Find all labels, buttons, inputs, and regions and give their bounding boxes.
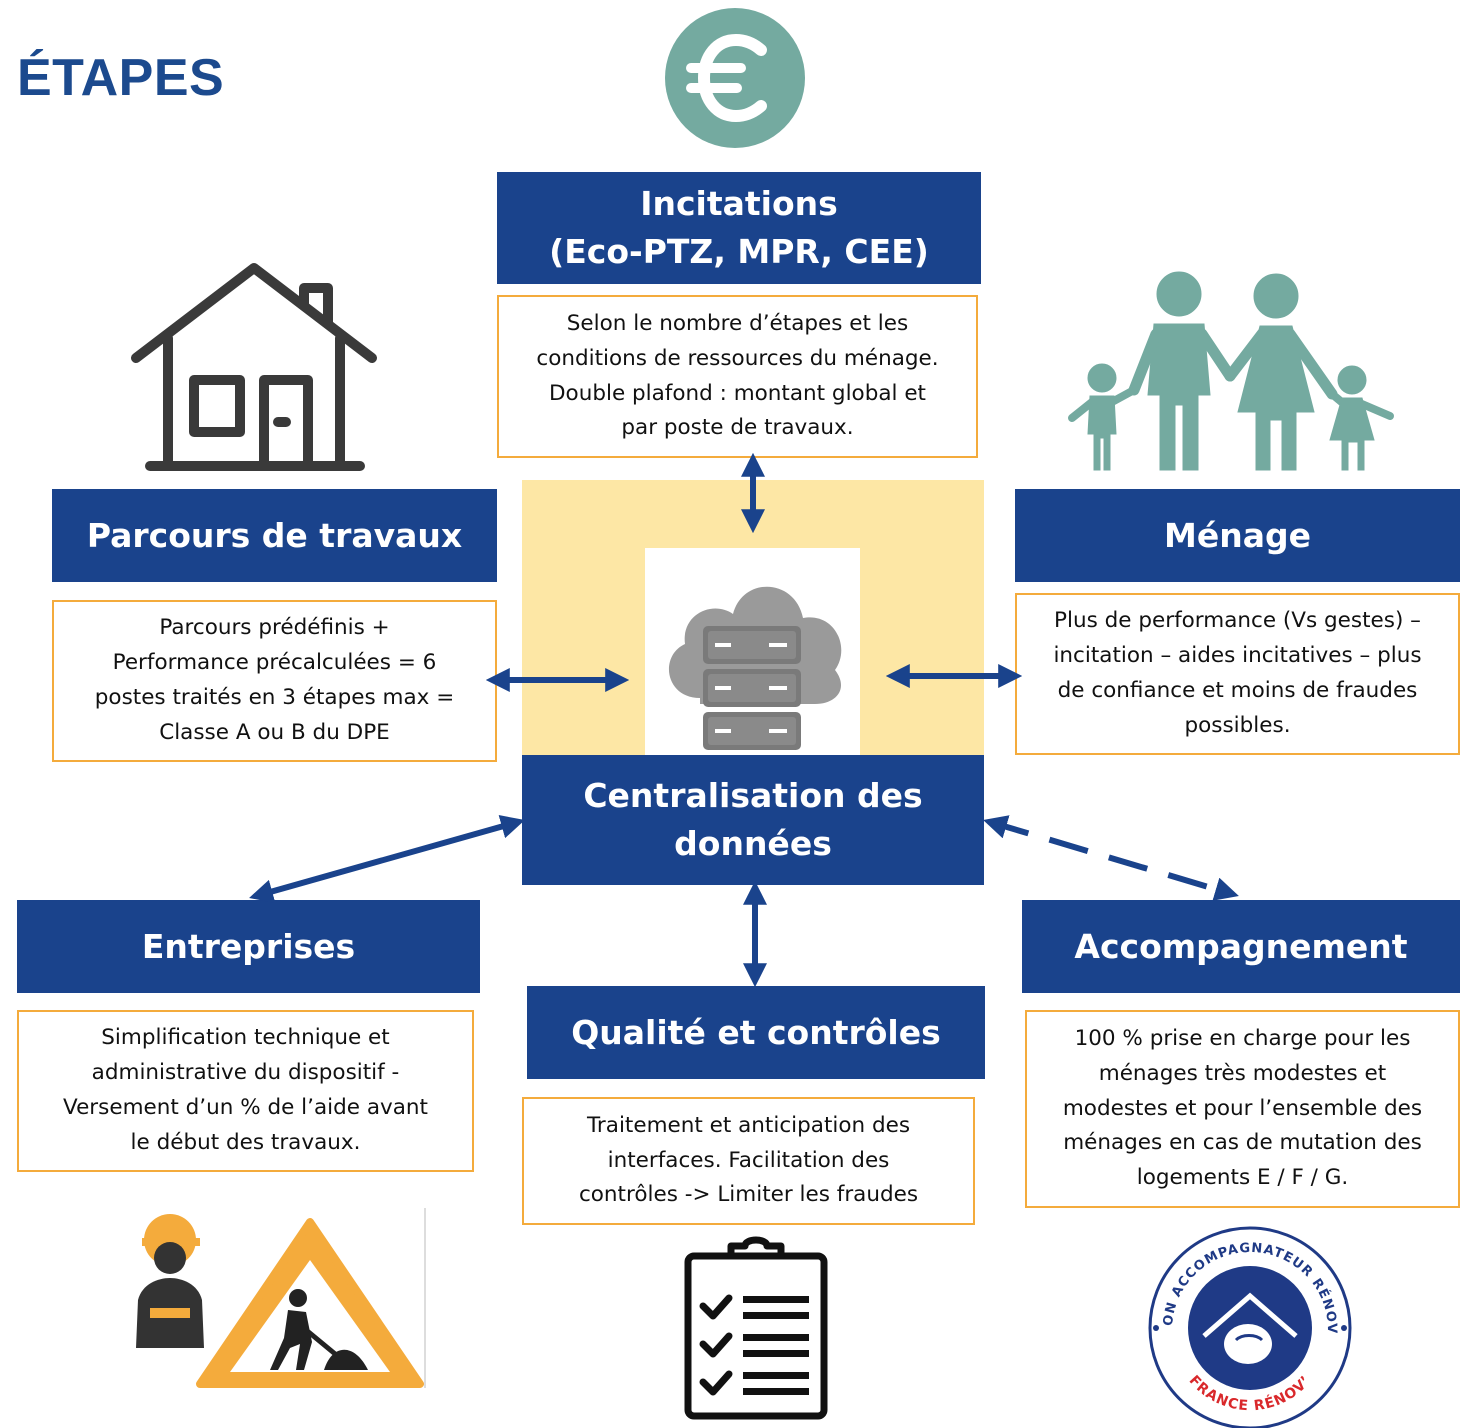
incitations-desc-box: Selon le nombre d’étapes et les conditio… [497, 295, 978, 458]
parcours-desc-line: Classe A ou B du DPE [159, 719, 390, 745]
menage-desc-line: Plus de performance (Vs gestes) – [1054, 608, 1421, 634]
entreprises-desc-line: Simplification technique et [101, 1025, 390, 1051]
entreprises-desc-box: Simplification technique et administrati… [17, 1010, 474, 1172]
server-panel [645, 548, 860, 782]
qualite-desc-box: Traitement et anticipation des interface… [522, 1097, 975, 1225]
house-icon [131, 263, 377, 471]
entreprises-desc-line: Versement d’un % de l’aide avant [63, 1095, 428, 1120]
menage-desc-line: possibles. [1184, 712, 1291, 738]
incitations-desc-line: Selon le nombre d’étapes et les [566, 310, 909, 336]
family-icon [1068, 271, 1394, 471]
centralisation-header-line2: données [674, 824, 832, 863]
incitations-desc-line: Double plafond : montant global et [548, 380, 926, 406]
arrow-accompagnement-center-dashed [983, 815, 1239, 901]
incitations-header-line1: Incitations [640, 184, 838, 224]
accompagnement-desc-line: ménages en cas de mutation des [1063, 1130, 1422, 1156]
accompagnement-desc-line: 100 % prise en charge pour les [1074, 1025, 1411, 1051]
france-renov-logo: MON ACCOMPAGNATEUR RÉNOV’ FRANCE RÉNOV’ [1142, 1218, 1352, 1428]
accompagnement-desc-box: 100 % prise en charge pour les ménages t… [1025, 1010, 1460, 1208]
parcours-desc-line: postes traités en 3 étapes max = [94, 685, 455, 710]
accompagnement-header: Accompagnement [1022, 900, 1460, 993]
menage-desc-box: Plus de performance (Vs gestes) – incita… [1015, 593, 1460, 755]
entreprises-desc-line: administrative du dispositif - [91, 1060, 400, 1086]
arrow-entreprises-center [249, 815, 525, 903]
qualite-desc-line: interfaces. Facilitation des [607, 1147, 890, 1173]
parcours-desc-box: Parcours prédéfinis + Performance précal… [52, 600, 497, 762]
qualite-header: Qualité et contrôles [527, 986, 985, 1079]
entreprises-desc-line: le début des travaux. [130, 1129, 361, 1155]
menage-desc-line: de confiance et moins de fraudes [1057, 678, 1418, 703]
page-title: ÉTAPES [17, 49, 225, 107]
entreprises-header: Entreprises [17, 900, 480, 993]
parcours-desc-line: Parcours prédéfinis + [159, 615, 390, 641]
qualite-desc-line: contrôles -> Limiter les fraudes [578, 1182, 919, 1208]
incitations-desc-line: par poste de travaux. [621, 415, 854, 441]
menage-header: Ménage [1015, 489, 1460, 582]
euro-icon [665, 8, 805, 148]
incitations-header: Incitations (Eco-PTZ, MPR, CEE) [497, 172, 981, 284]
accompagnement-desc-line: ménages très modestes et [1098, 1060, 1387, 1086]
cloud-server-icon [668, 586, 842, 750]
construction-worker-icon [136, 1208, 426, 1388]
incitations-desc-line: conditions de ressources du ménage. [536, 345, 939, 371]
centralisation-header: Centralisation des données [522, 755, 984, 885]
menage-desc-line: incitation – aides incitatives – plus [1053, 643, 1422, 669]
qualite-desc-line: Traitement et anticipation des [586, 1112, 911, 1138]
parcours-desc-line: Performance précalculées = 6 [112, 650, 437, 676]
incitations-header-line2: (Eco-PTZ, MPR, CEE) [549, 232, 929, 271]
accompagnement-desc-line: modestes et pour l’ensemble des [1062, 1095, 1423, 1121]
parcours-header: Parcours de travaux [52, 489, 497, 582]
centralisation-header-line1: Centralisation des [583, 776, 923, 816]
accompagnement-desc-line: logements E / F / G. [1136, 1165, 1349, 1191]
clipboard-checklist-icon [684, 1236, 828, 1420]
